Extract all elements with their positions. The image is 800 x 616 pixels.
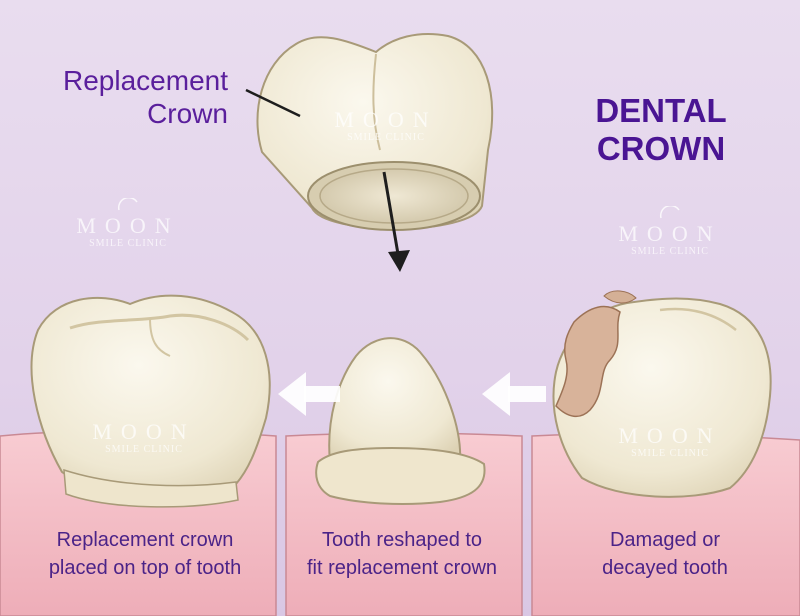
down-arrow	[382, 171, 410, 272]
title-line-2: CROWN	[596, 130, 726, 167]
watermark-sub: SMILE CLINIC	[105, 444, 183, 455]
watermark-logo: MOON	[92, 419, 196, 444]
watermark-moon-tooth-right: MOON SMILE CLINIC	[600, 424, 740, 460]
flow-arrow-left	[278, 372, 340, 416]
title-line-1: DENTAL	[595, 92, 727, 129]
watermark-logo: MOON	[334, 107, 438, 132]
watermark-logo: MOON	[618, 221, 722, 246]
replacement-crown-illustration	[256, 32, 494, 231]
watermark-sub: SMILE CLINIC	[347, 132, 425, 143]
watermark-moon-top: MOON SMILE CLINIC	[316, 108, 456, 144]
caption-crown-placed: Replacement crown placed on top of tooth	[14, 526, 276, 582]
watermark-moon-left: MOON SMILE CLINIC	[58, 198, 198, 250]
watermark-logo: MOON	[76, 213, 180, 238]
caption-line: decayed tooth	[602, 557, 728, 579]
crown-label-line-1: Replacement	[63, 65, 228, 96]
crowned-tooth-illustration	[30, 294, 271, 508]
caption-line: Replacement crown	[56, 529, 234, 551]
caption-line: Tooth reshaped to	[321, 529, 483, 551]
watermark-moon-right: MOON SMILE CLINIC	[600, 206, 740, 258]
moon-logo-icon	[117, 198, 138, 211]
moon-logo-icon	[659, 206, 680, 219]
watermark-sub: SMILE CLINIC	[631, 448, 709, 459]
reshaped-tooth-illustration	[315, 337, 486, 505]
caption-tooth-reshaped: Tooth reshaped to fit replacement crown	[284, 526, 520, 582]
caption-line: placed on top of tooth	[48, 557, 242, 579]
page-title: DENTAL CROWN	[566, 92, 756, 168]
caption-damaged-tooth: Damaged or decayed tooth	[540, 526, 790, 582]
watermark-sub: SMILE CLINIC	[631, 246, 709, 257]
watermark-moon-tooth-left: MOON SMILE CLINIC	[74, 420, 214, 456]
damaged-tooth-illustration	[552, 290, 772, 498]
replacement-crown-label: Replacement Crown	[40, 64, 228, 130]
label-pointer-line	[245, 88, 301, 118]
caption-line: Damaged or	[609, 529, 721, 551]
caption-line: fit replacement crown	[306, 557, 498, 579]
watermark-sub: SMILE CLINIC	[89, 238, 167, 249]
crown-label-line-2: Crown	[147, 98, 228, 129]
flow-arrow-right	[482, 372, 546, 416]
watermark-logo: MOON	[618, 423, 722, 448]
